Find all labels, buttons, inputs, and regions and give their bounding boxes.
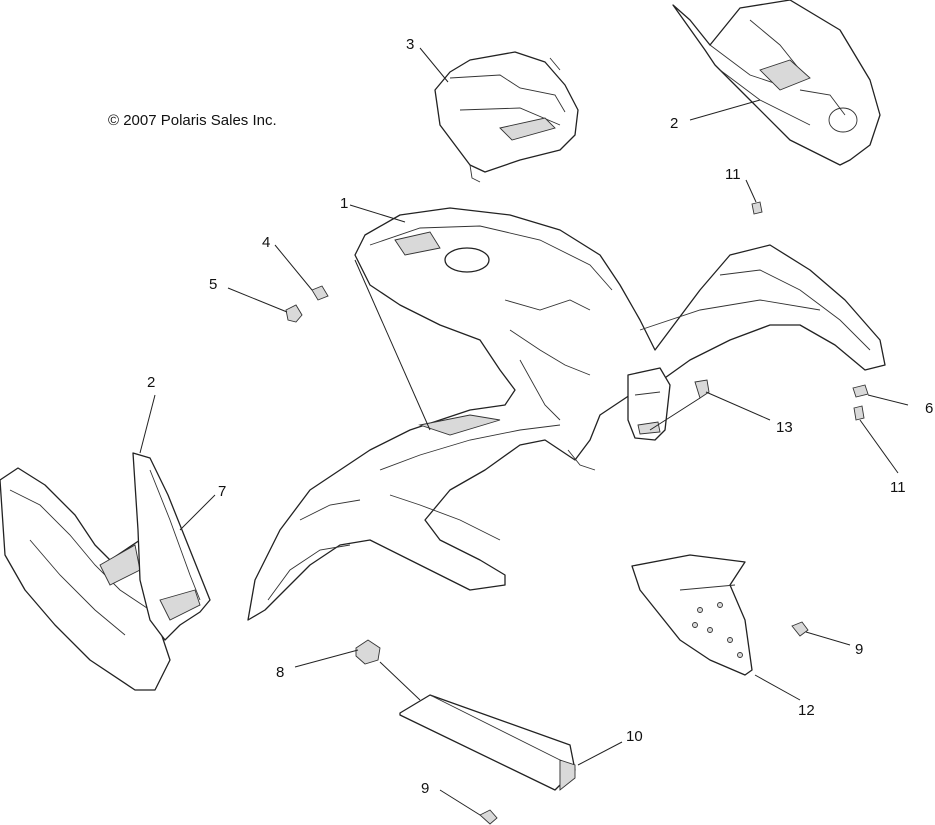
callout-8: 8 — [276, 664, 284, 681]
mount-bracket — [627, 367, 671, 441]
part-1-front-body — [247, 207, 886, 621]
callout-3: 3 — [406, 36, 414, 53]
part-5-push-rivet — [285, 304, 303, 323]
copyright-notice: © 2007 Polaris Sales Inc. — [108, 112, 277, 129]
part-9-screw-right — [791, 621, 809, 637]
part-9-screw-lower — [479, 809, 498, 825]
callout-10: 10 — [626, 728, 643, 745]
callout-11-upper: 11 — [725, 166, 741, 183]
callout-4: 4 — [262, 234, 270, 251]
callout-5: 5 — [209, 276, 217, 293]
part-2-side-panel-right — [672, 0, 881, 166]
callout-9-right: 9 — [855, 641, 863, 658]
callout-11-lower: 11 — [890, 479, 906, 496]
part-12-mount-plate — [631, 554, 753, 676]
part-11-nut-upper — [751, 201, 763, 215]
callout-12: 12 — [798, 702, 815, 719]
callout-1: 1 — [340, 195, 348, 212]
callout-6: 6 — [925, 400, 933, 417]
callout-9-lower: 9 — [421, 780, 429, 797]
leader-lines — [139, 47, 909, 816]
part-10-bracket — [399, 694, 576, 791]
part-8-clip — [355, 639, 381, 665]
callout-2-upper: 2 — [670, 115, 678, 132]
part-3-front-cover — [434, 51, 579, 183]
part-6-grommet — [852, 384, 869, 398]
part-7-liner — [132, 452, 211, 641]
part-13-push-rivet — [694, 379, 710, 399]
part-11-nut-lower — [853, 405, 865, 421]
callout-2-left: 2 — [147, 374, 155, 391]
callout-7: 7 — [218, 483, 226, 500]
part-4-clip — [311, 285, 329, 301]
callout-numbers: 3 2 1 4 5 2 7 11 6 11 13 8 9 12 10 9 — [147, 36, 933, 797]
callout-13: 13 — [776, 419, 793, 436]
